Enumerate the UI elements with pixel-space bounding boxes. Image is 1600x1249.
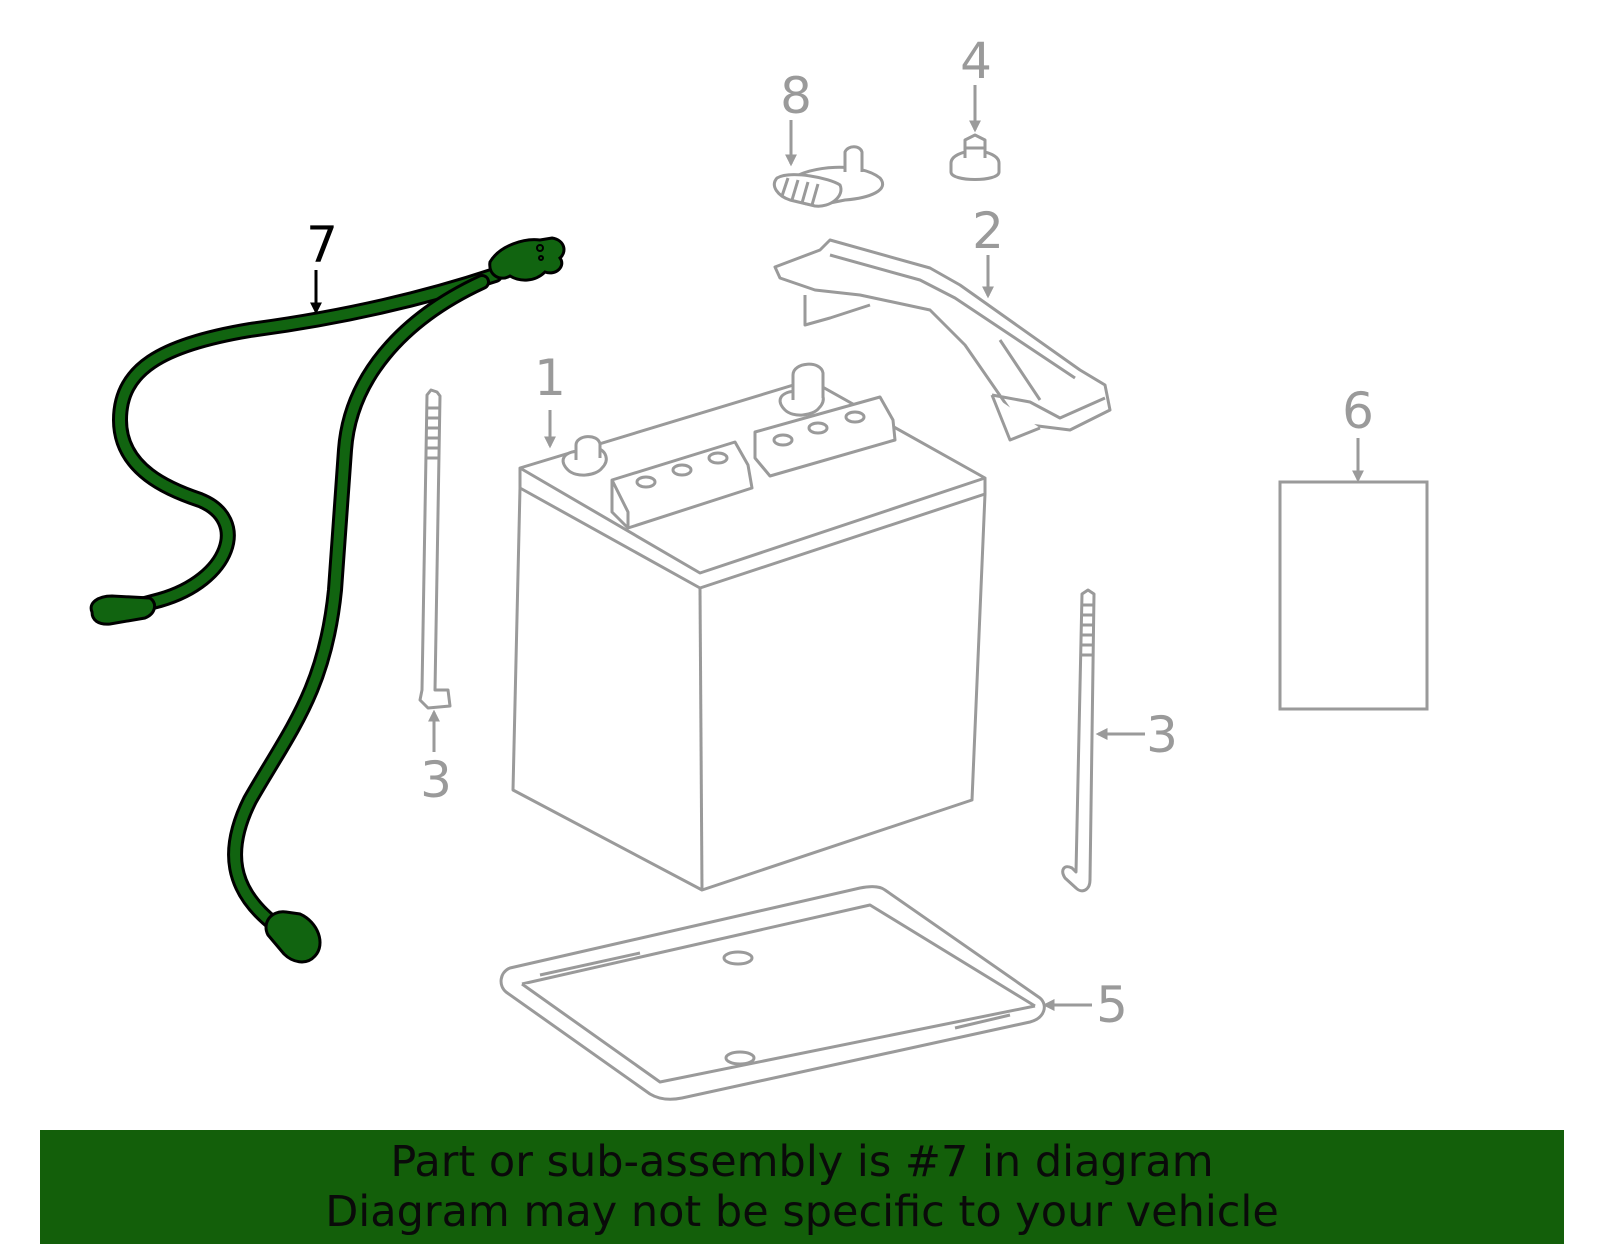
info-banner: Part or sub-assembly is #7 in diagram Di…	[40, 1130, 1564, 1244]
hold-down-bolt-right	[1061, 588, 1096, 893]
hold-down-clamp	[773, 238, 1112, 442]
battery-insulator	[1278, 480, 1429, 711]
callout-3-left: 3	[420, 751, 452, 809]
hold-down-bolt-left	[418, 388, 452, 710]
battery-tray	[499, 885, 1046, 1101]
banner-line-1: Part or sub-assembly is #7 in diagram	[390, 1137, 1214, 1187]
cable-ring-terminal-left	[89, 594, 157, 626]
callout-3-right: 3	[1146, 706, 1178, 764]
callout-2: 2	[972, 202, 1004, 260]
callout-8: 8	[780, 67, 812, 125]
banner-line-2: Diagram may not be specific to your vehi…	[325, 1187, 1279, 1237]
cable-ring-terminal-bottom	[264, 910, 322, 964]
callout-5: 5	[1096, 976, 1128, 1034]
callout-7: 7	[306, 216, 338, 274]
callout-1: 1	[534, 349, 566, 407]
callout-6: 6	[1342, 382, 1374, 440]
callout-4: 4	[960, 32, 992, 90]
nut	[949, 133, 1001, 181]
battery-cable-highlighted	[89, 236, 566, 964]
battery	[511, 362, 987, 892]
terminal-clamp	[772, 145, 884, 208]
cable-branch-long	[227, 274, 490, 933]
callout-arrows	[428, 85, 1364, 1011]
cable-terminal-top	[488, 236, 566, 282]
